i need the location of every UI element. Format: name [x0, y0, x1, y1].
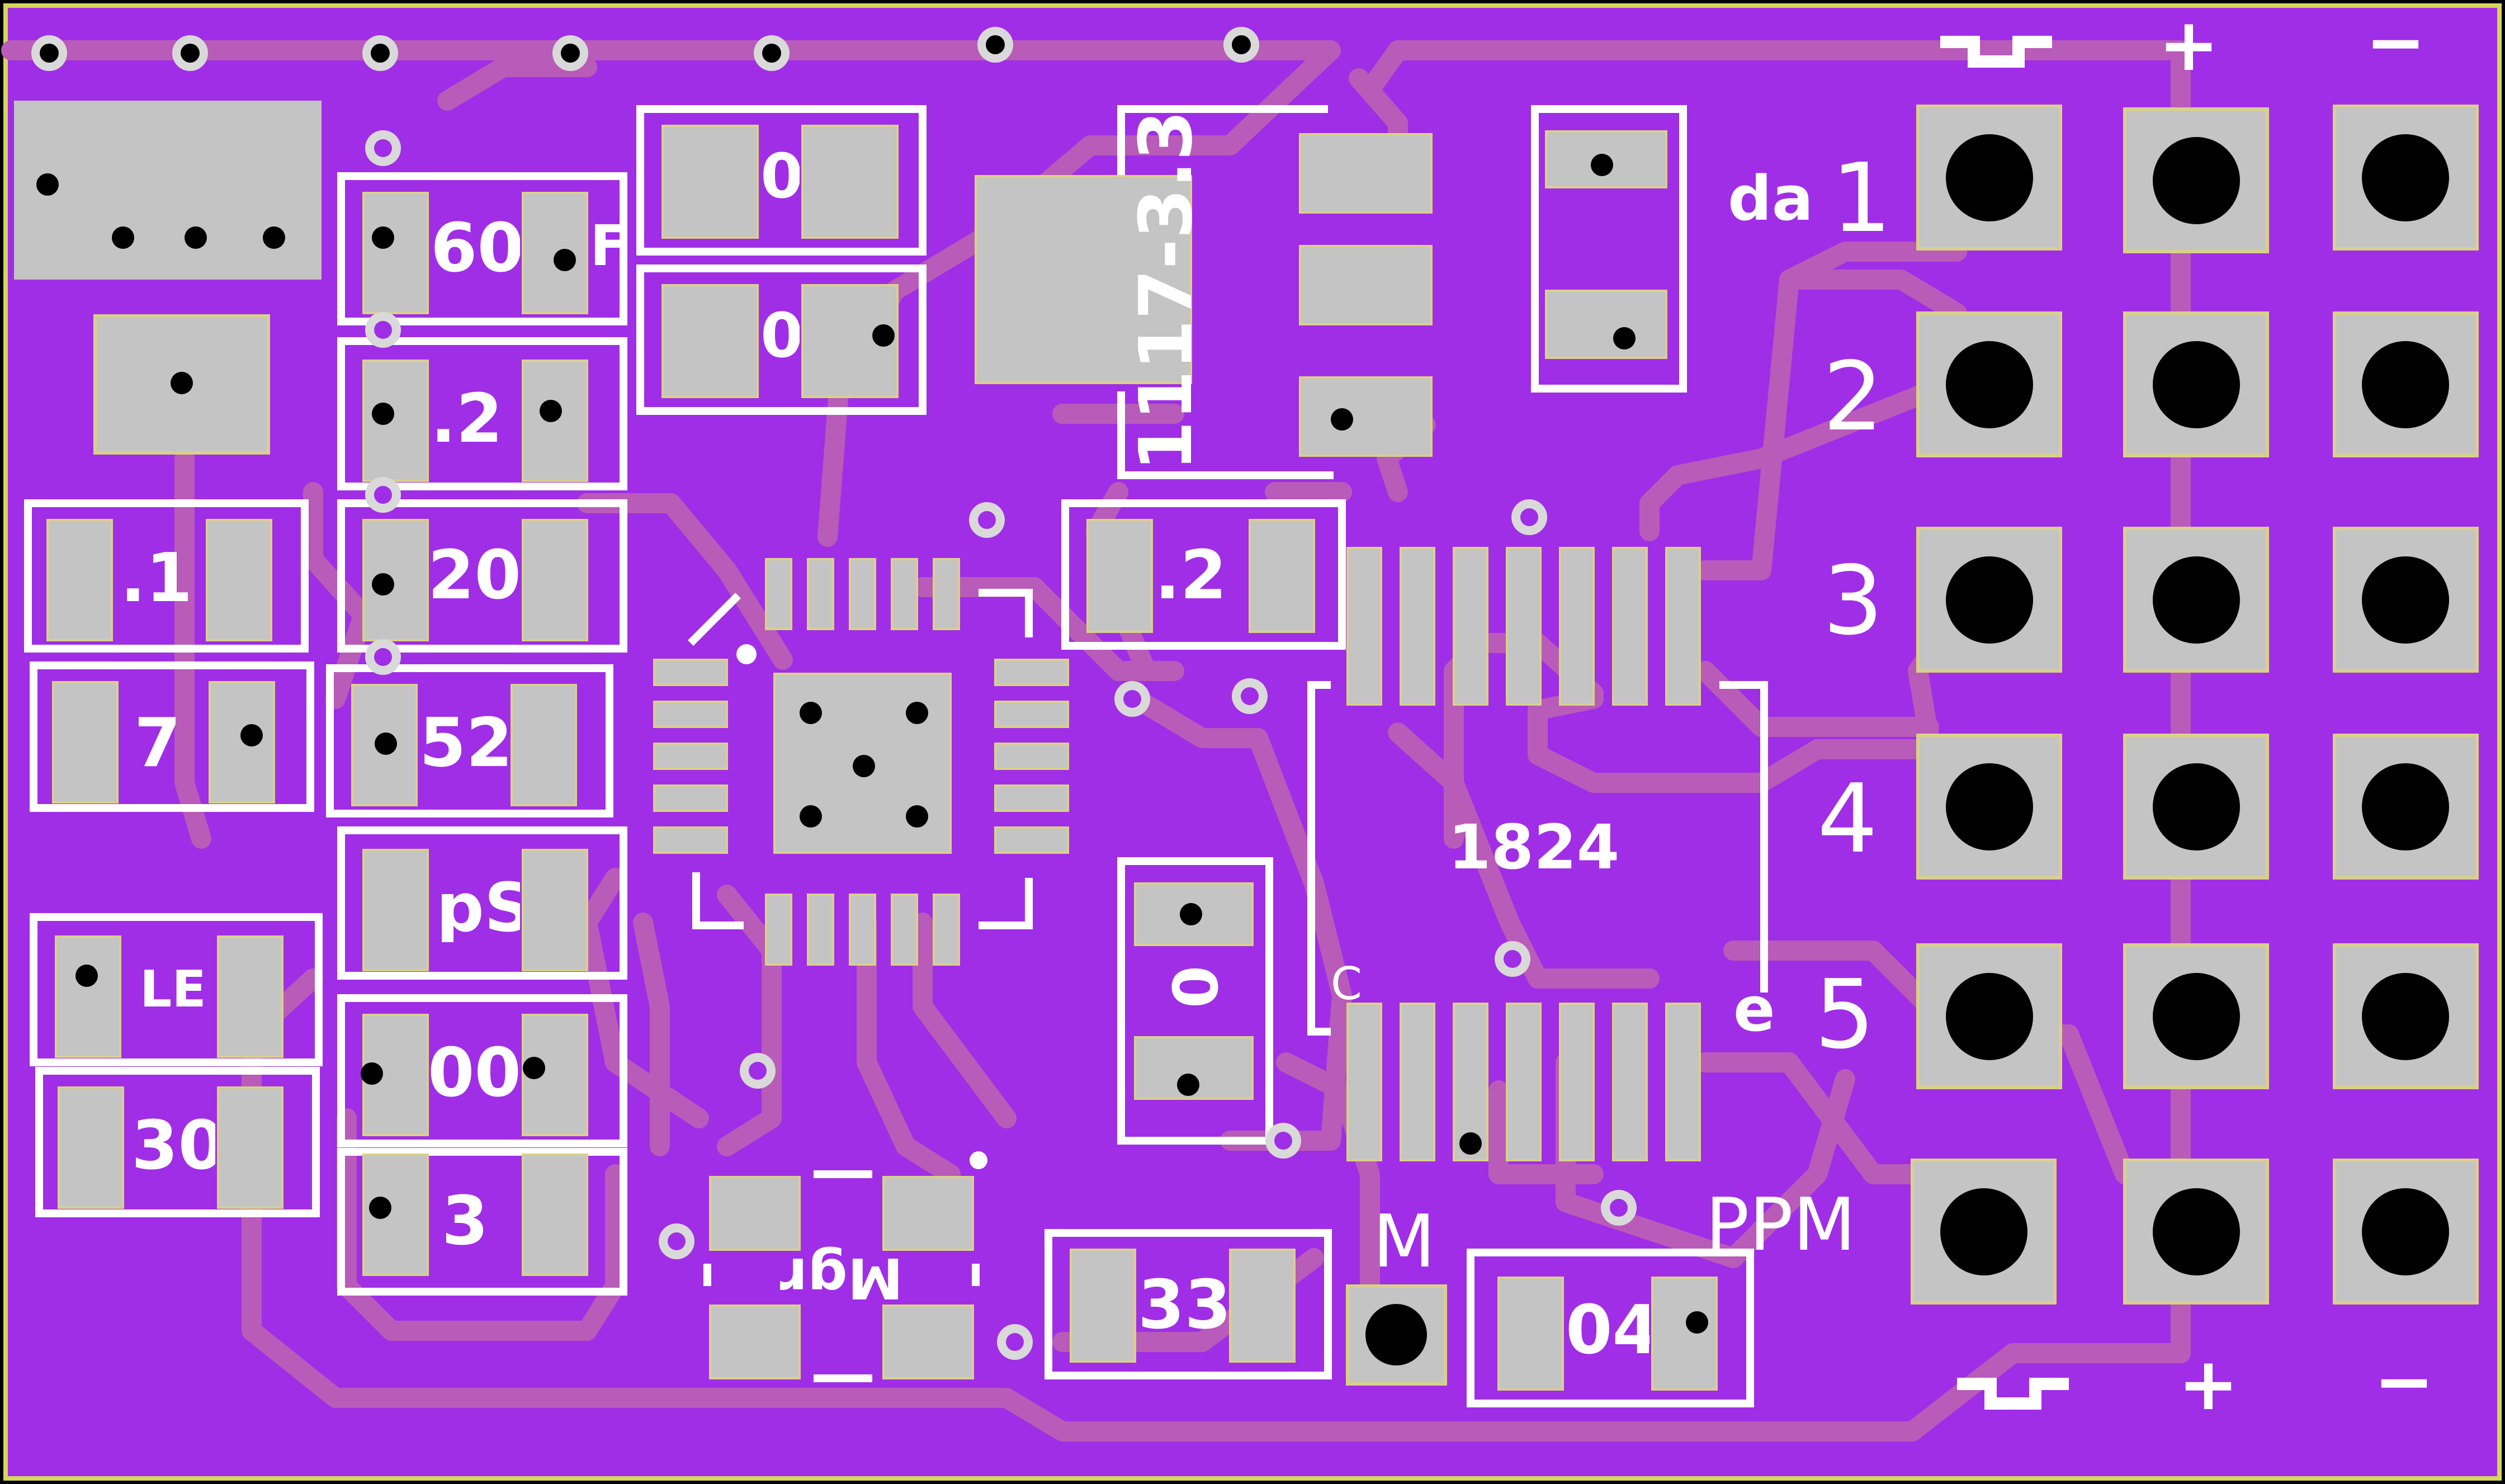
bottom-cap-value: 33 [1138, 1272, 1227, 1339]
through-hole-icon [561, 44, 580, 63]
through-hole-icon [40, 44, 59, 63]
regulator-label: 1117-3.3 [1123, 110, 1208, 472]
silkscreen [24, 105, 1768, 1407]
r2-value: 7 [134, 710, 181, 777]
bottom-plus-label: + [2178, 1341, 2239, 1426]
channel-4-label: 4 [1817, 764, 1878, 875]
da-label: da [1728, 163, 1813, 234]
battery-connector [14, 101, 322, 455]
c6-value: 00 [428, 1040, 520, 1107]
c1-value: 60 [431, 215, 520, 282]
through-hole-icon [371, 44, 390, 63]
top-cap-mark: 0 [760, 145, 800, 207]
m-test-pad [1346, 1284, 1447, 1386]
soic-e-mark: e [1733, 973, 1775, 1045]
pwm-waveform-icon [1940, 36, 2069, 1410]
through-hole-icon [986, 35, 1005, 54]
soic-pin1-mark: C [1331, 958, 1362, 1010]
top-plus-label: + [2158, 2, 2219, 87]
r3-value: LE [140, 965, 206, 1015]
pad-vias [75, 154, 1708, 1334]
servo-header [1911, 105, 2479, 1305]
right-cap-value: .2 [1155, 542, 1227, 609]
c7-value: 3 [442, 1188, 489, 1255]
top-minus-label: − [2365, 0, 2426, 84]
through-hole-icon [762, 44, 781, 63]
chip-label: 1824 [1448, 811, 1620, 883]
c4-value: 52 [419, 710, 509, 777]
top-cap2-mark: 0 [760, 305, 800, 366]
through-hole-icon [1232, 35, 1251, 54]
top-header-holes [31, 27, 1259, 71]
r1-value: .1 [120, 545, 193, 612]
diode-mark: 0 [1158, 965, 1230, 1009]
smd-pads [46, 125, 1718, 1391]
qfn-vias [736, 644, 928, 828]
ppm-label: PPM [1705, 1182, 1856, 1267]
through-hole-icon [181, 44, 200, 63]
channel-3-label: 3 [1823, 546, 1884, 656]
c2-value: .2 [431, 386, 503, 453]
channel-5-label: 5 [1814, 960, 1875, 1070]
r4-value: 30 [131, 1113, 215, 1180]
bottom-res-value: 04 [1566, 1297, 1649, 1364]
c5-value: pS [436, 875, 520, 942]
c1-unit: F [590, 218, 623, 274]
c3-value: 20 [428, 542, 521, 609]
channel-1-label: 1 [1831, 143, 1892, 254]
bottom-minus-label: − [2374, 1339, 2435, 1424]
crystal-mark: Mgr [779, 1245, 904, 1311]
m-label: M [1373, 1199, 1436, 1284]
ring-vias [365, 130, 1637, 1360]
channel-2-label: 2 [1823, 342, 1884, 452]
